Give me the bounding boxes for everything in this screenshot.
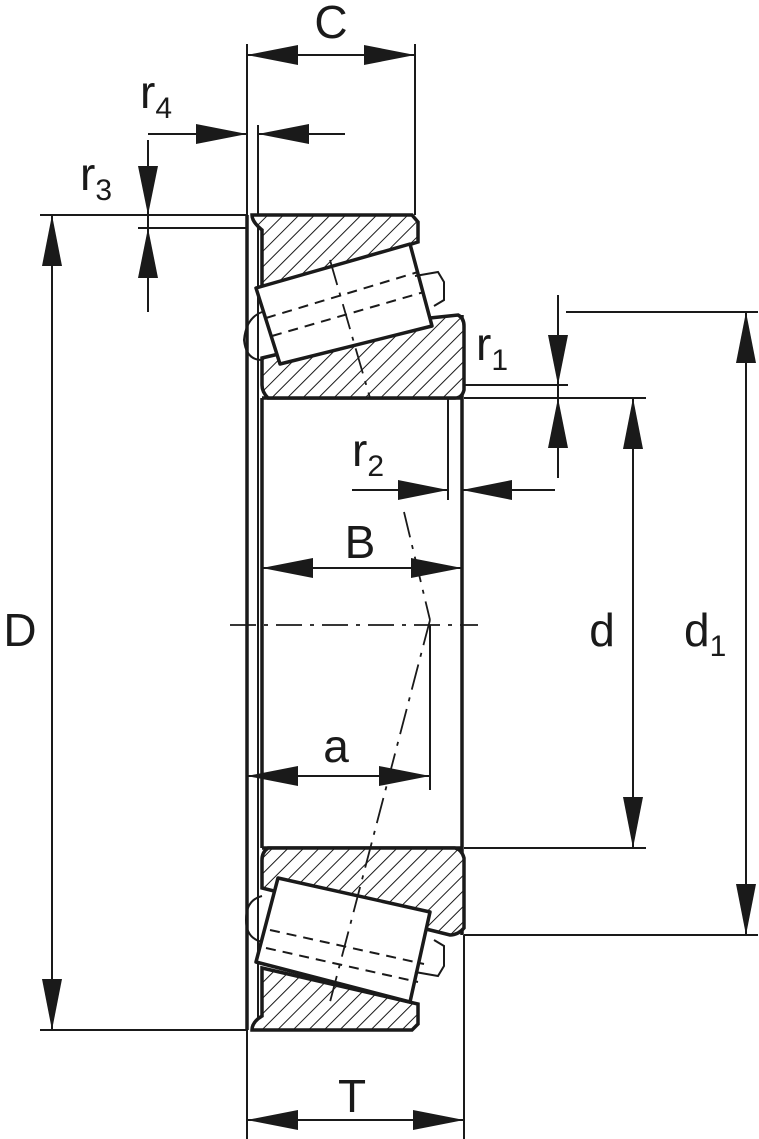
label-r2: r2 [352,424,384,483]
label-d1: d1 [684,604,726,663]
roller-top [254,242,434,399]
label-b: B [345,516,376,568]
dimension-d-outer: D [3,214,247,1031]
dimension-t: T [246,935,465,1139]
bearing-section [230,213,478,1032]
dimension-r3: r3 [80,140,247,312]
dimension-b: B [262,516,462,578]
dimension-d: d [464,397,646,849]
label-d-outer: D [3,604,36,656]
label-r4: r4 [140,66,172,125]
dimension-r4: r4 [140,66,345,215]
dimension-r1: r1 [464,295,568,478]
label-t: T [338,1070,366,1122]
label-d: d [589,604,615,656]
cup-bottom [250,965,420,1032]
cup-top [250,213,420,293]
label-c: C [314,0,347,48]
dimension-d1: d1 [464,311,758,936]
cage-top [414,270,445,307]
dimension-c: C [246,0,416,215]
label-r1: r1 [476,318,508,377]
dimension-r2: r2 [352,398,555,500]
label-a: a [323,720,349,772]
roller-bottom [254,619,432,1004]
dimension-a: a [247,625,431,790]
label-r3: r3 [80,148,112,207]
cage-bottom [414,939,445,978]
cone-top [260,313,466,400]
